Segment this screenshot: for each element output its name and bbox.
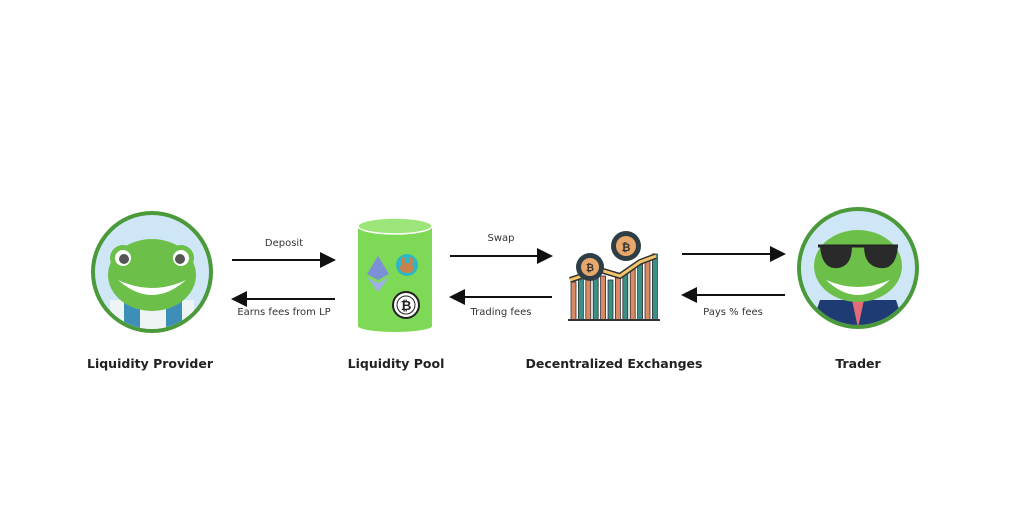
edge-label-deposit: Deposit bbox=[264, 238, 304, 249]
ethereum-icon bbox=[367, 256, 389, 292]
node-label-decentralized-exchanges: Decentralized Exchanges bbox=[525, 356, 703, 371]
edge-label-trading-fees: Trading fees bbox=[470, 307, 532, 318]
svg-text:₿: ₿ bbox=[622, 241, 631, 254]
chart-bar-decoration bbox=[615, 277, 621, 321]
chart-bar-decoration bbox=[644, 257, 651, 321]
edge-label-pays-fees: Pays % fees bbox=[703, 307, 763, 318]
trader-avatar bbox=[797, 207, 919, 329]
chart-bar-decoration bbox=[570, 281, 577, 321]
svg-text:₿: ₿ bbox=[401, 299, 412, 314]
node-label-liquidity-pool: Liquidity Pool bbox=[347, 356, 445, 371]
chart-bar-decoration bbox=[578, 277, 584, 321]
node-label-trader: Trader bbox=[835, 356, 881, 371]
chart-bar-decoration bbox=[607, 279, 614, 321]
bitcoin-icon: ₿ bbox=[392, 291, 420, 319]
liquidity-provider-avatar bbox=[91, 211, 213, 333]
chart-bar-decoration bbox=[622, 273, 629, 321]
chart-bar-decoration bbox=[585, 275, 592, 321]
chart-bar-decoration bbox=[637, 261, 643, 321]
edge-label-earns-fees: Earns fees from LP bbox=[237, 307, 331, 318]
pancakeswap-icon bbox=[396, 254, 418, 276]
svg-text:₿: ₿ bbox=[586, 262, 594, 274]
chart-bar-decoration bbox=[600, 275, 606, 321]
chart-bar-decoration bbox=[652, 253, 658, 321]
node-label-liquidity-provider: Liquidity Provider bbox=[86, 356, 214, 371]
decentralized-exchange-icon: ₿ ₿ bbox=[568, 231, 660, 321]
edge-label-swap: Swap bbox=[487, 233, 515, 244]
chart-bar-decoration bbox=[629, 267, 636, 321]
liquidity-pool-icon: ₿ bbox=[357, 217, 433, 332]
